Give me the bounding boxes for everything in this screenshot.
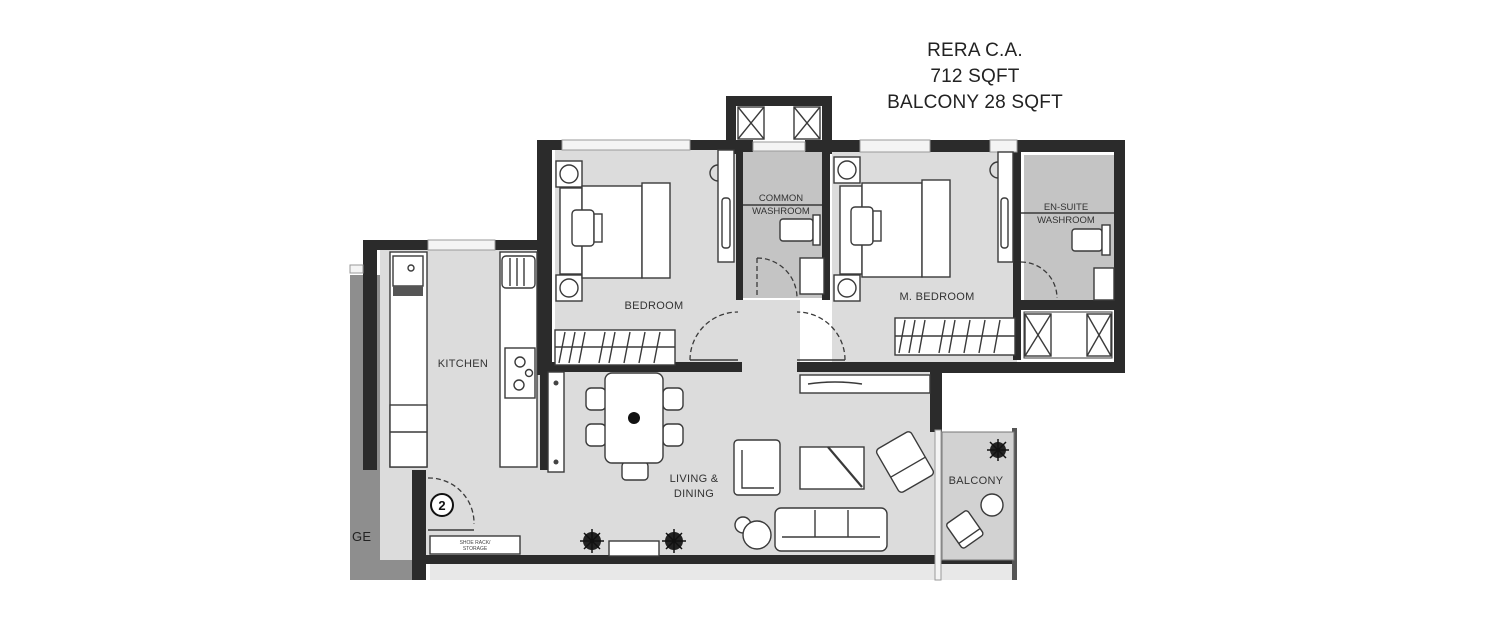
entry-door-swing (427, 477, 475, 525)
master-bedroom-label: M. BEDROOM (899, 291, 974, 303)
utility-shaft (736, 106, 822, 140)
plant-icon (987, 439, 1009, 461)
dining-set (585, 372, 684, 481)
living-dining-label-2: DINING (674, 488, 714, 500)
area-summary: RERA C.A. 712 SQFT BALCONY 28 SQFT (860, 38, 1090, 116)
common-washroom-label-1: COMMON (759, 193, 803, 204)
shoe-rack-storage (429, 535, 521, 555)
entry-area: SHOE RACK/ STORAGE 2 (427, 477, 521, 555)
bedroom-label: BEDROOM (625, 300, 684, 312)
walls (363, 96, 1125, 580)
ensuite-utility-shaft (1023, 311, 1113, 359)
bedroom-doors (689, 311, 846, 361)
ensuite-washroom-label-2: WASHROOM (1037, 215, 1095, 226)
balcony-label: BALCONY (949, 475, 1004, 487)
living-dining-label-1: LIVING & (670, 473, 719, 485)
balcony-area-value: BALCONY 28 SQFT (887, 92, 1063, 113)
kitchen-counters (389, 251, 565, 473)
tv-icon (807, 381, 863, 385)
area-label: RERA C.A. (927, 40, 1023, 61)
ensuite-washroom-label-1: EN-SUITE (1044, 202, 1088, 213)
carpet-area-value: 712 SQFT (930, 66, 1020, 87)
ensuite-fixtures (1020, 212, 1115, 301)
common-washroom-fixtures (743, 204, 825, 299)
plant-icon (662, 529, 686, 553)
entry-marker (430, 493, 454, 517)
windows (349, 139, 1018, 581)
storage-label-2: STORAGE (463, 546, 488, 552)
bedroom-furniture (554, 149, 735, 366)
plant-icon (580, 529, 604, 553)
kitchen-label: KITCHEN (438, 358, 488, 370)
tv-unit (799, 374, 931, 394)
storage-label: SHOE RACK/ (460, 540, 491, 546)
balcony-furniture (941, 431, 1015, 561)
entry-marker-number: 2 (438, 498, 445, 513)
master-bedroom-furniture (833, 151, 1016, 356)
adjacent-unit-label: GE (352, 529, 371, 544)
common-washroom-label-2: WASHROOM (752, 206, 810, 217)
room-labels: BEDROOM COMMON WASHROOM M. BEDROOM EN-SU… (438, 193, 1095, 500)
living-furniture (580, 431, 935, 557)
